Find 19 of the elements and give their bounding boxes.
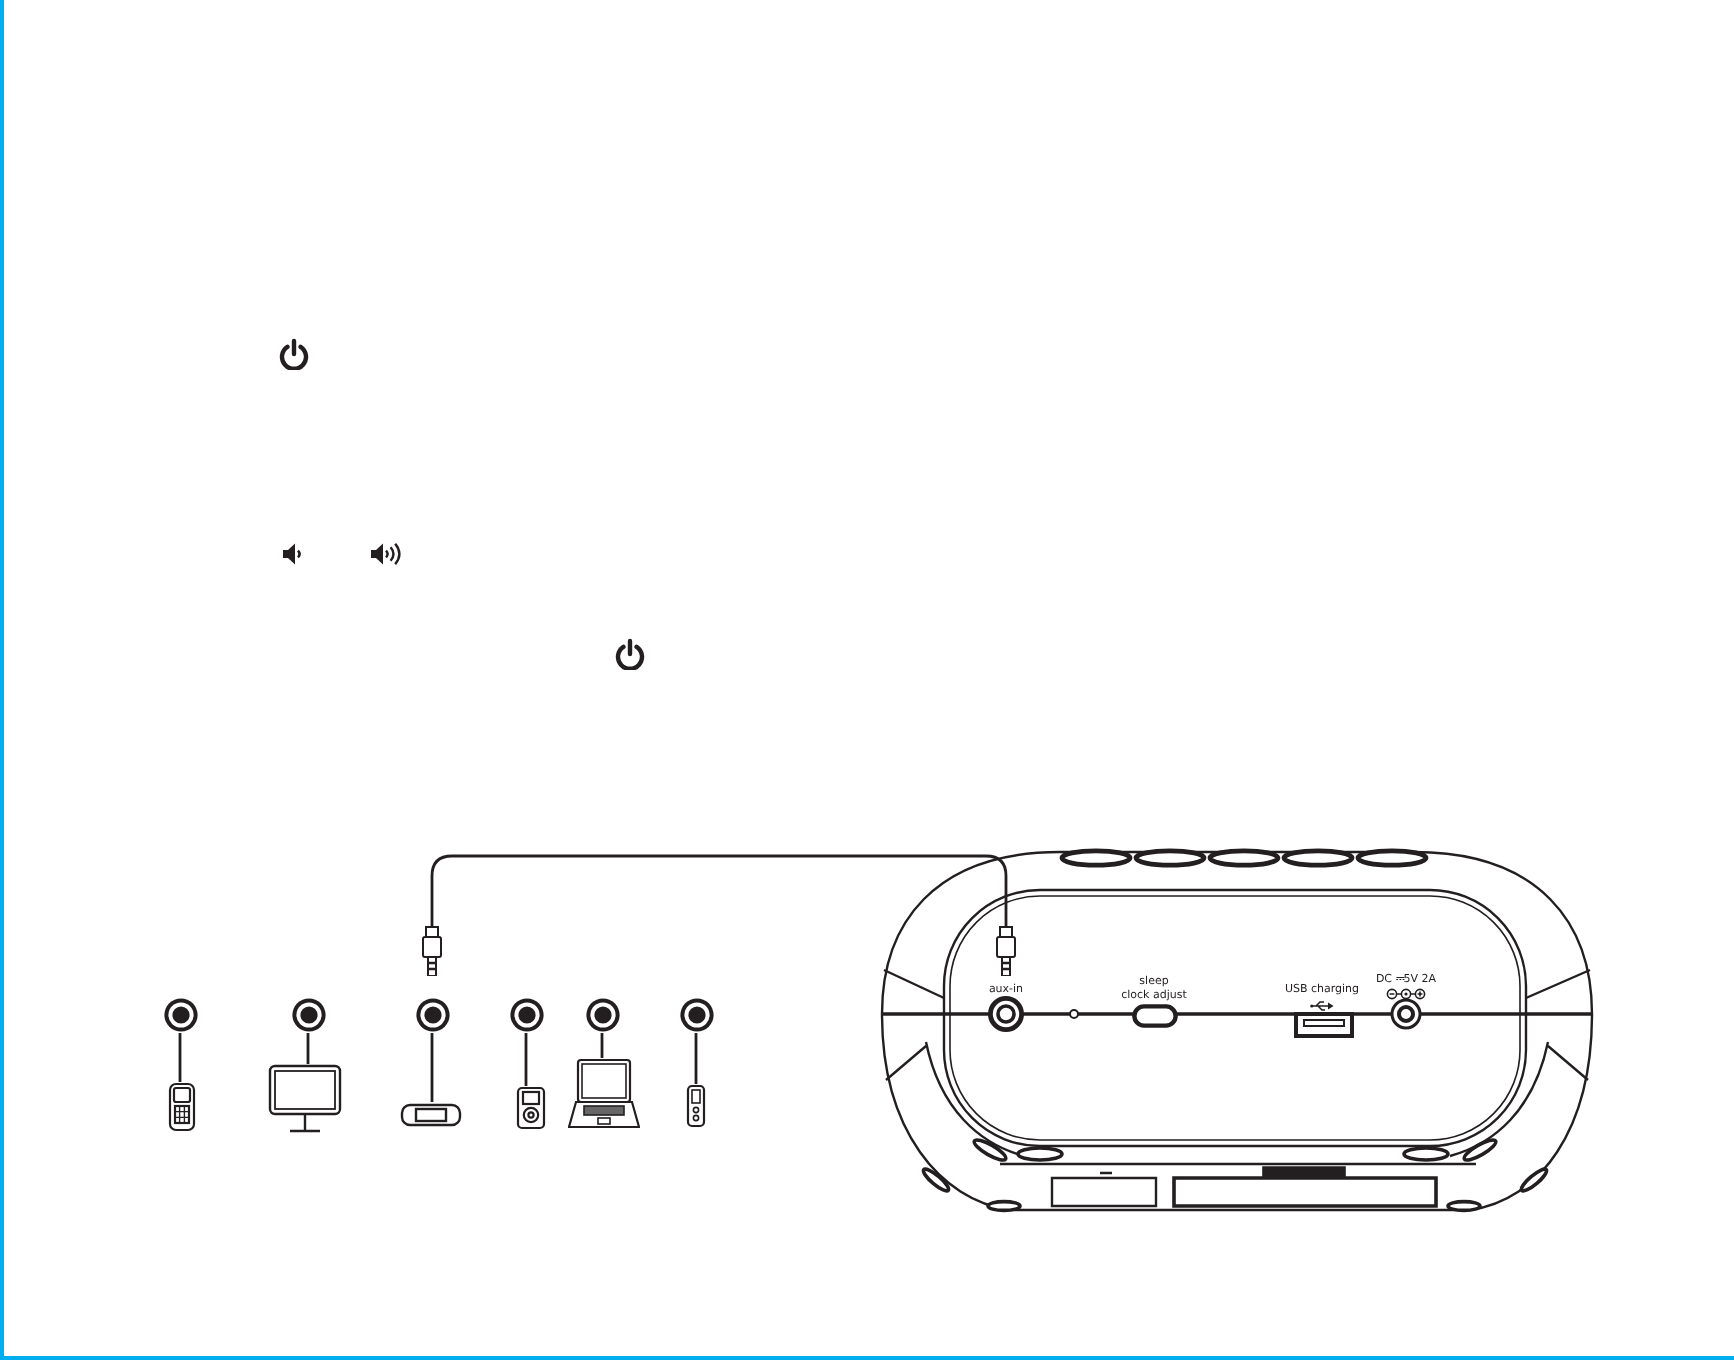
connector-line (694, 1033, 698, 1084)
audio-jack-icon (289, 995, 327, 1033)
connector-line (306, 1033, 310, 1064)
media-player-icon (686, 1084, 706, 1128)
music-player-icon (516, 1086, 546, 1130)
audio-jack-icon (413, 995, 451, 1033)
laptop-icon (568, 1058, 640, 1130)
connector-line (524, 1033, 528, 1086)
connector-line (430, 1033, 434, 1102)
audio-jack-icon (507, 995, 545, 1033)
audio-cable (421, 854, 1017, 976)
mobile-phone-icon (168, 1082, 196, 1132)
audio-jack-icon (677, 995, 715, 1033)
audio-jack-icon (583, 995, 621, 1033)
audio-jack-icon (161, 995, 199, 1033)
monitor-icon (268, 1064, 342, 1134)
connector-line (600, 1033, 604, 1058)
connector-line (178, 1033, 182, 1082)
handheld-device-icon (400, 1102, 462, 1128)
